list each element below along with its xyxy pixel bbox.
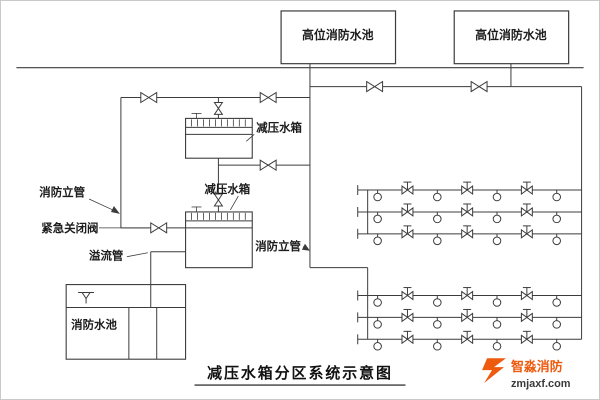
high-level-tank-2: 高位消防水池 xyxy=(453,10,570,65)
sprinkler-head-icon xyxy=(492,211,502,224)
control-valve-icon xyxy=(461,181,474,195)
leader-arrow-icon xyxy=(110,205,120,214)
control-valve-icon xyxy=(401,330,414,344)
sprinkler-head-icon xyxy=(552,295,561,307)
control-valve-icon xyxy=(520,225,533,239)
emergency-shutoff-valve-icon xyxy=(150,222,168,234)
control-valve-icon xyxy=(401,287,414,300)
sprinkler-head-icon xyxy=(373,233,382,246)
brand-logo-icon xyxy=(482,358,506,384)
control-valve-icon xyxy=(520,308,533,322)
brand-site: zmjaxf.com xyxy=(511,378,571,390)
control-valve-icon xyxy=(461,203,474,217)
tank1-hatch xyxy=(191,119,246,127)
sprinkler-head-icon xyxy=(433,189,442,202)
page-title: 减压水箱分区系统示意图 xyxy=(207,364,393,382)
sprinkler-grid-lower xyxy=(357,287,582,351)
valve-icon xyxy=(470,81,488,93)
control-valve-icon xyxy=(520,181,533,195)
sprinkler-head-icon xyxy=(433,295,442,307)
sprinkler-head-icon xyxy=(433,338,442,351)
diagram-title: 减压水箱分区系统示意图 xyxy=(194,364,406,386)
sprinkler-head-icon xyxy=(492,189,502,202)
high-level-tank-1-label: 高位消防水池 xyxy=(302,27,374,42)
brand-name: 智淼消防 xyxy=(511,359,563,374)
control-valve-icon xyxy=(461,287,474,300)
control-valve-icon xyxy=(520,330,533,344)
valve-icon xyxy=(140,92,158,103)
valve-icon xyxy=(259,159,277,171)
piping xyxy=(120,63,583,340)
control-valve-icon xyxy=(401,203,414,217)
control-valve-icon xyxy=(401,308,414,322)
sprinkler-head-icon xyxy=(552,338,561,351)
sprinkler-head-icon xyxy=(433,316,442,329)
sprinkler-head-icon xyxy=(373,211,382,224)
emergency-shutoff-valve-label: 紧急关闭阀 xyxy=(41,221,98,235)
control-valve-icon xyxy=(401,181,414,195)
pressure-tank-2-label: 减压水箱 xyxy=(204,182,250,196)
control-valve-icon xyxy=(461,225,474,239)
pressure-tank-1-label: 减压水箱 xyxy=(256,120,302,134)
fire-pool-label: 消防水池 xyxy=(71,317,117,331)
high-level-tank-2-box xyxy=(453,10,570,65)
sprinkler-head-icon xyxy=(492,295,502,307)
fire-riser-left-label: 消防立管 xyxy=(39,185,85,199)
overflow-pipe-label: 溢流管 xyxy=(89,249,123,263)
sprinkler-head-icon xyxy=(552,189,561,202)
sprinkler-head-icon xyxy=(552,211,561,224)
pressure-reducing-tank-2 xyxy=(185,206,253,269)
valve-icon xyxy=(213,101,223,115)
pressure-tank-1-body xyxy=(185,117,253,159)
control-valve-icon xyxy=(461,330,474,344)
watermark: 智淼消防 zmjaxf.com xyxy=(482,358,571,390)
sprinkler-head-icon xyxy=(552,316,561,329)
sprinkler-grid-upper xyxy=(357,181,582,246)
control-valve-icon xyxy=(401,225,414,239)
control-valve-icon xyxy=(520,287,533,300)
valve-icon xyxy=(259,92,277,103)
pressure-reducing-tank-1 xyxy=(185,113,253,159)
sprinkler-head-icon xyxy=(492,316,502,329)
valve-icon xyxy=(366,81,384,93)
sprinkler-head-icon xyxy=(373,338,382,351)
pressure-tank-2-body xyxy=(185,211,253,269)
sprinkler-head-icon xyxy=(373,189,382,202)
sprinkler-head-icon xyxy=(492,233,502,246)
fire-pool: 消防水池 xyxy=(65,284,187,360)
high-level-tank-1: 高位消防水池 xyxy=(280,10,397,65)
callout-labels: 减压水箱 减压水箱 消防立管 紧急关闭阀 溢流管 消防立管 xyxy=(39,120,310,263)
control-valve-icon xyxy=(461,308,474,322)
tank2-hatch xyxy=(191,212,246,220)
sprinkler-head-icon xyxy=(373,295,382,307)
fire-riser-mid-label: 消防立管 xyxy=(255,239,301,253)
sprinkler-head-icon xyxy=(433,233,442,246)
control-valve-icon xyxy=(520,203,533,217)
sprinkler-head-icon xyxy=(433,211,442,224)
leader-arrow-icon xyxy=(301,243,310,251)
sprinkler-head-icon xyxy=(552,233,561,246)
high-level-tank-1-box xyxy=(280,10,397,65)
high-level-tank-2-label: 高位消防水池 xyxy=(475,27,547,42)
sprinkler-head-icon xyxy=(373,316,382,329)
sprinkler-head-icon xyxy=(492,338,502,351)
